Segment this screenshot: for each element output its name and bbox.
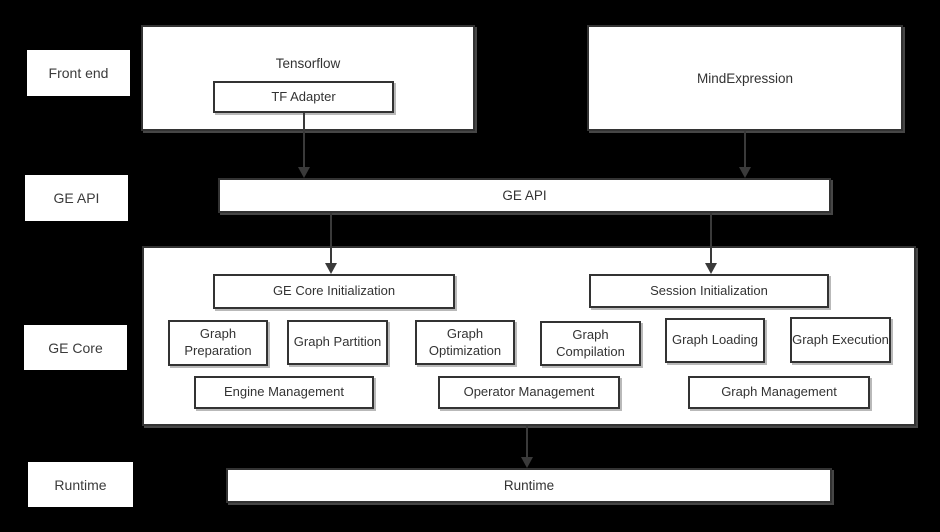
ge-api-bar: GE API	[218, 178, 831, 213]
graph-optimization-box: Graph Optimization	[415, 320, 515, 365]
layer-label-runtime: Runtime	[28, 462, 133, 507]
graph-compilation-box: Graph Compilation	[540, 321, 641, 366]
layer-label-ge-core: GE Core	[24, 325, 127, 370]
arrow-ge-core-to-runtime	[521, 426, 533, 468]
session-initialization-box: Session Initialization	[589, 274, 829, 308]
operator-management-box: Operator Management	[438, 376, 620, 409]
runtime-bar: Runtime	[226, 468, 832, 503]
ge-core-initialization-box: GE Core Initialization	[213, 274, 455, 309]
arrow-ge-api-to-session-initialization	[705, 213, 717, 274]
tensorflow-label: Tensorflow	[275, 56, 341, 71]
engine-management-box: Engine Management	[194, 376, 374, 409]
ge-core-container: GE Core Initialization Session Initializ…	[142, 246, 916, 426]
mindexpression-box: MindExpression	[587, 25, 903, 131]
graph-loading-box: Graph Loading	[665, 318, 765, 363]
arrow-ge-api-to-ge-core-initialization	[325, 213, 337, 274]
graph-execution-box: Graph Execution	[790, 317, 891, 363]
arrow-tf-adapter-to-ge-api	[298, 113, 310, 178]
tf-adapter-box: TF Adapter	[213, 81, 394, 113]
layer-label-ge-api: GE API	[25, 175, 128, 221]
tensorflow-box: Tensorflow TF Adapter	[141, 25, 475, 131]
graph-management-box: Graph Management	[688, 376, 870, 409]
arrow-mindexpression-to-ge-api	[739, 131, 751, 178]
layer-label-front-end: Front end	[27, 50, 130, 96]
graph-preparation-box: Graph Preparation	[168, 320, 268, 366]
graph-partition-box: Graph Partition	[287, 320, 388, 365]
